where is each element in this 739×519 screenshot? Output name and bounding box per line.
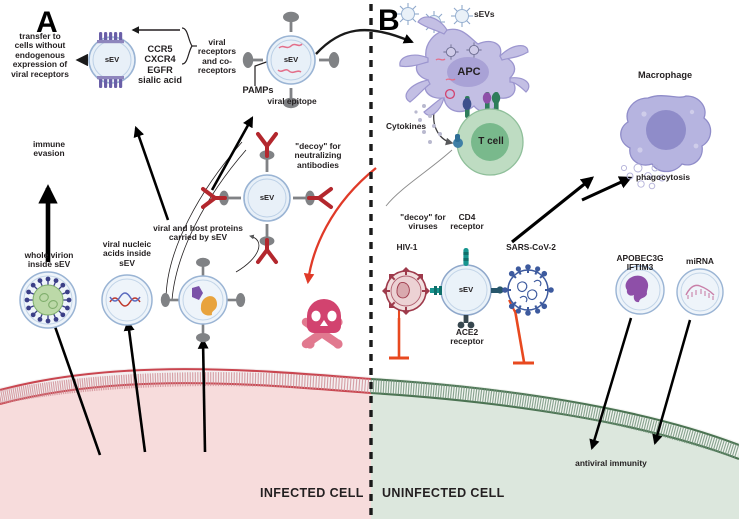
label-whole-virion-inside-sev: whole virion inside sEV [24, 250, 74, 270]
sev-label-b1: sEV [458, 285, 474, 294]
sev-label-a3: sEV [259, 193, 275, 202]
sev-containing-proteins-icon [160, 257, 246, 343]
label-hiv-1: HIV-1 [396, 242, 418, 252]
label-sars-cov-2: SARS-CoV-2 [506, 242, 556, 252]
label-viral-nucleic-acids: viral nucleic acids inside sEV [102, 239, 152, 268]
inhibition-tbar-icon [389, 318, 409, 360]
label-ace2-receptor: ACE2 receptor [450, 327, 484, 347]
cytokine-arrow [433, 111, 454, 146]
label-immune-evasion: immune evasion [32, 139, 66, 159]
inhibition-bars [389, 309, 534, 365]
panel-a-thin-leaders [165, 141, 260, 301]
antigen-presenting-cell-icon [399, 16, 530, 144]
sev-containing-apobec3g-iftim3-icon [615, 265, 665, 315]
sev-label-a2: sEV [283, 55, 299, 64]
uninfected-cell-name: UNINFECTED CELL [382, 486, 505, 500]
sev-with-receptors-icon [88, 32, 136, 88]
infected-membrane-lipids [0, 372, 370, 404]
label-sevs: sEVs [474, 9, 495, 19]
label-antiviral-immunity: antiviral immunity [575, 458, 647, 468]
label-viral-epitope: viral epitope [267, 96, 317, 106]
hiv-1-virion-icon [382, 267, 430, 315]
phagocytosis-arrow [581, 176, 633, 202]
label-phagocytosis: phagocytosis [636, 172, 690, 182]
label-receptor-list: CCR5 CXCR4 EGFR sialic acid [138, 44, 182, 85]
label-decoy-for-viruses: "decoy" for viruses [400, 212, 446, 232]
macrophage-icon [620, 95, 712, 190]
label-cytokines: Cytokines [385, 121, 427, 131]
label-decoy-neutralizing-antibodies: "decoy" for neutralizing antibodies [294, 141, 342, 170]
ace2-receptor-icon [457, 315, 475, 329]
sev-containing-mirna-icon [676, 268, 724, 316]
sev-with-viral-epitope-icon [242, 11, 340, 109]
t-cell-icon [453, 108, 524, 176]
label-transfer-to-cells: transfer to cells without endogenous exp… [11, 31, 69, 79]
panel-a-cargo-arrows [49, 315, 209, 456]
death-pathway-arrow [303, 167, 377, 285]
cd4-binding-arm-icon [430, 286, 442, 295]
apc-to-decoy-line [385, 149, 453, 207]
to-macrophage-arrow [511, 176, 595, 244]
inhibition-tbar-icon [513, 309, 534, 365]
panel-a-letter: A [36, 6, 58, 39]
sev-containing-nucleic-acid-icon [101, 274, 153, 326]
label-cd4-receptor: CD4 receptor [450, 212, 484, 232]
label-t-cell: T cell [478, 136, 504, 147]
epitope-to-apc-arrow [315, 29, 414, 55]
receptor-brace [181, 27, 197, 65]
label-apobec3g-iftim3: APOBEC3G IFTIM3 [616, 253, 664, 273]
label-mirna: miRNA [686, 256, 714, 266]
infected-cell-name: INFECTED CELL [260, 486, 364, 500]
antiviral-immunity-arrows [589, 317, 692, 451]
panel-b-letter: B [378, 4, 400, 37]
uninfected-membrane-lipids [370, 378, 739, 459]
ace2-binding-arm-icon [491, 286, 504, 294]
sev-label-a1: sEV [104, 55, 120, 64]
skull-and-crossbones-icon [301, 299, 343, 349]
cd4-receptor-icon [463, 248, 469, 266]
label-apc: APC [457, 66, 481, 78]
label-macrophage: Macrophage [637, 70, 693, 80]
sars-cov-2-virion-icon [502, 264, 554, 316]
sev-with-antibodies-icon [201, 132, 333, 264]
sev-containing-virion-icon [19, 271, 77, 329]
tcr-icon [453, 134, 463, 148]
sev-decoy-receptor-icon [430, 248, 504, 329]
label-pamps: PAMPs [242, 85, 274, 95]
label-viral-receptors-and-coreceptors: viral receptors and co- receptors [197, 37, 237, 76]
label-viral-host-proteins: viral and host proteins carried by sEV [153, 223, 243, 243]
panel-a-upward-arrows [133, 116, 254, 221]
